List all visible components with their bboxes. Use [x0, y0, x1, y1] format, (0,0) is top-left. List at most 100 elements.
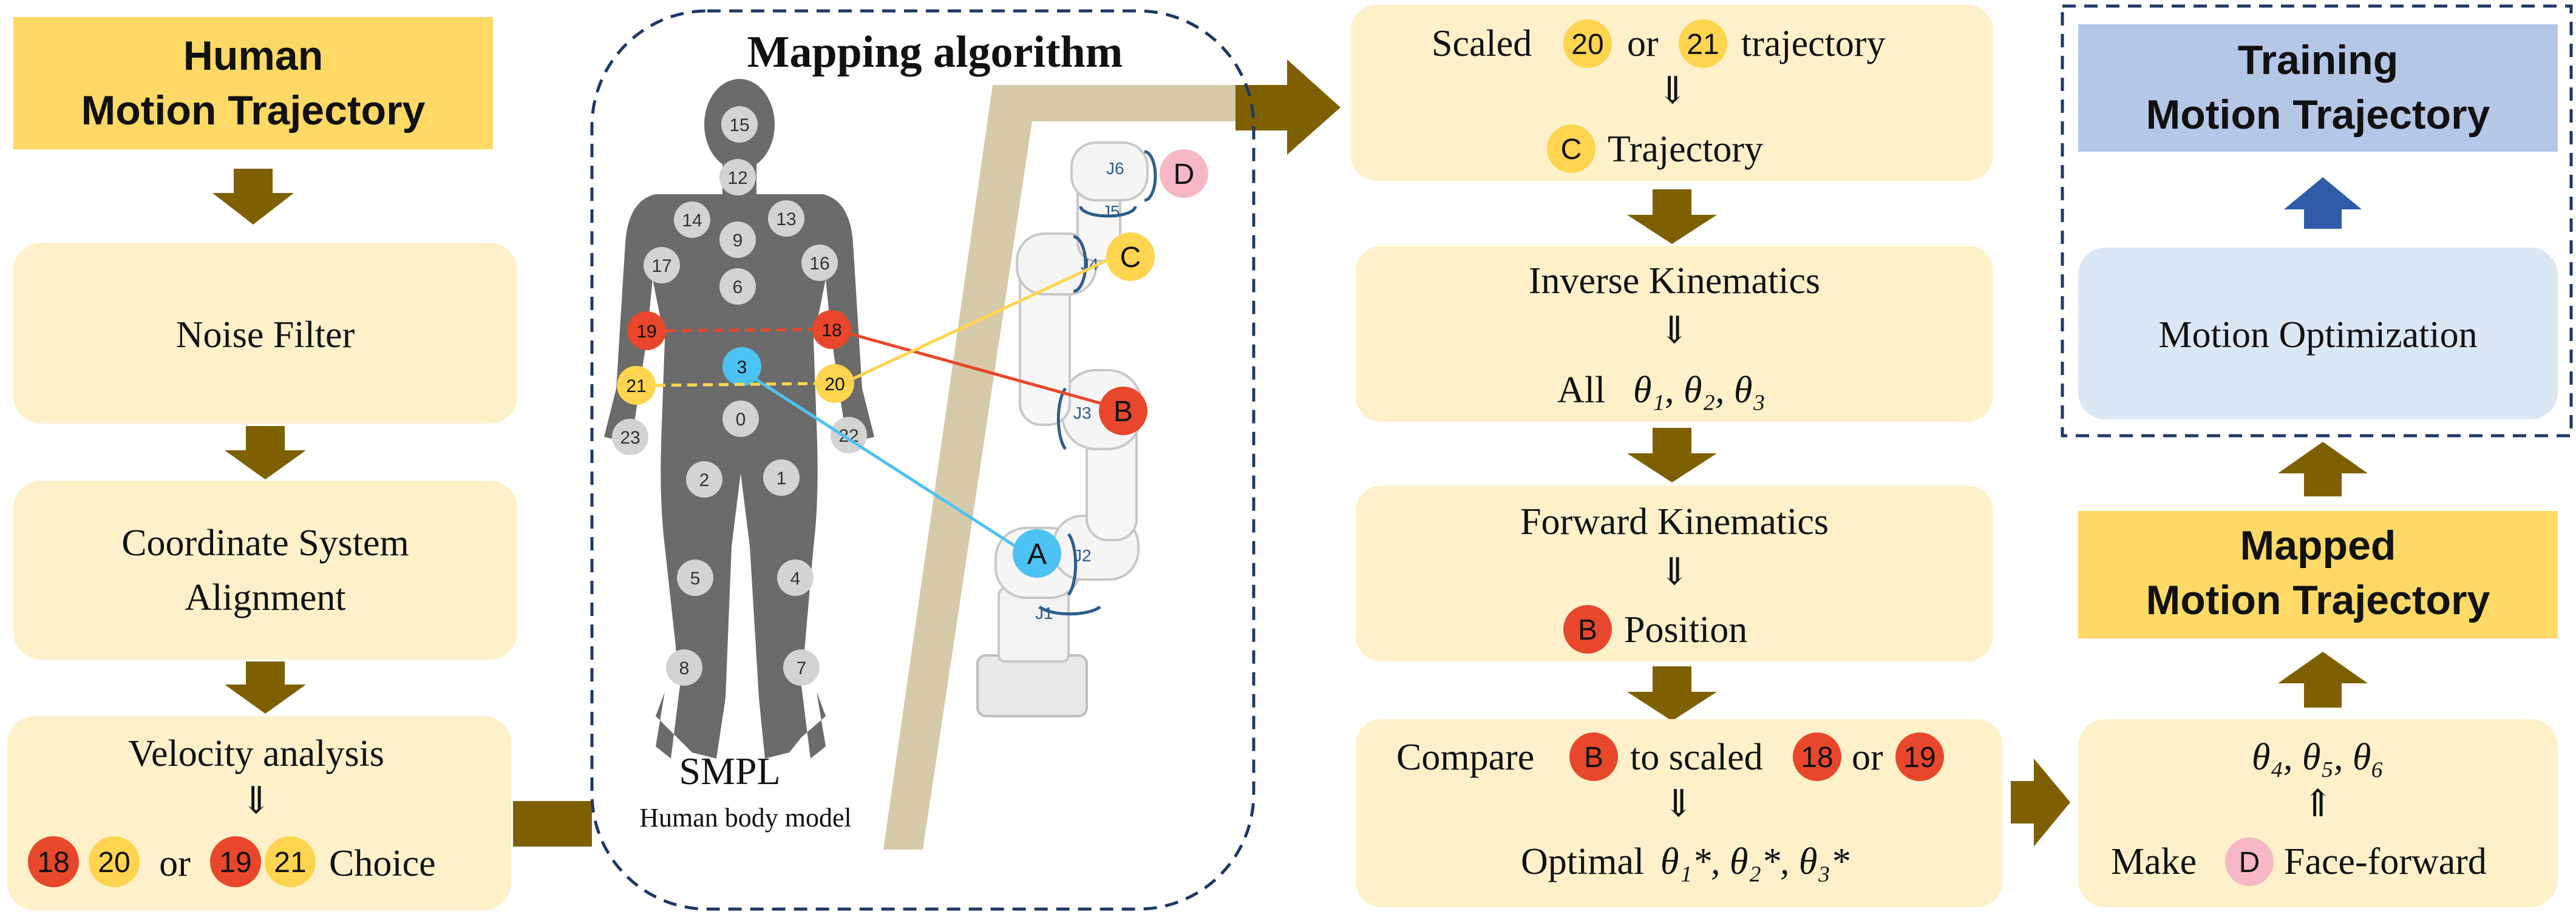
scaled-pre: Scaled	[1432, 23, 1532, 64]
smpl-joint-3	[722, 347, 761, 386]
make-d-badge-label: D	[2239, 847, 2260, 879]
c-trajectory-badge	[1547, 124, 1596, 173]
ik-arrow: ⇓	[1659, 310, 1690, 351]
map-line-3-to-a	[755, 377, 1021, 551]
smpl-joint-2	[686, 461, 722, 498]
fk-arrow: ⇓	[1659, 552, 1690, 593]
robot-point-a-label: A	[1027, 538, 1047, 570]
choice-word: Choice	[329, 843, 436, 884]
smpl-joint-4-label: 4	[790, 569, 801, 589]
smpl-joint-14-label: 14	[682, 211, 702, 231]
robot-joint-j5: J5	[1102, 202, 1120, 221]
fk-b-badge	[1563, 605, 1612, 654]
velocity-label: Velocity analysis	[128, 733, 384, 774]
smpl-joint-0	[722, 401, 759, 437]
robot-joint-j3: J3	[1073, 404, 1092, 422]
scaled-arrow: ⇓	[1657, 70, 1688, 112]
fk-position: Position	[1624, 609, 1747, 651]
arrow-down-2	[225, 426, 306, 479]
motion-optimization-label: Motion Optimization	[2158, 314, 2477, 356]
mapped-motion-box	[2078, 511, 2558, 638]
fk-b-badge-label: B	[1578, 614, 1597, 646]
c-trajectory-badge-label: C	[1561, 134, 1582, 166]
theta-456: θ₄, θ₅, θ₆	[2252, 737, 2384, 778]
joint-21-badge	[265, 836, 316, 887]
scaled-joint-21-label: 21	[1687, 29, 1719, 61]
compare-18-label: 18	[1801, 742, 1833, 774]
human-motion-trajectory-box	[13, 17, 493, 149]
arrow-up-2	[2278, 442, 2368, 496]
smpl-joint-14	[674, 201, 710, 238]
smpl-joint-6-label: 6	[733, 277, 743, 297]
smpl-joint-7	[783, 649, 820, 686]
map-line-20-to-c	[852, 256, 1113, 381]
smpl-joint-20-label: 20	[824, 374, 845, 394]
training-title-line2: Motion Trajectory	[2146, 92, 2490, 138]
joint-21-label: 21	[274, 847, 306, 879]
training-motion-box	[2078, 24, 2558, 152]
velocity-arrow: ⇓	[240, 780, 272, 822]
mapping-title: Mapping algorithm	[747, 27, 1123, 77]
smpl-joint-17	[644, 247, 680, 283]
ik-all: All	[1557, 370, 1605, 411]
smpl-joint-21	[617, 366, 656, 405]
robot-point-a	[1013, 529, 1061, 578]
ik-thetas: θ₁, θ₂, θ₃	[1633, 370, 1765, 411]
smpl-joint-9	[719, 222, 756, 258]
forward-kinematics-box	[1356, 485, 1993, 661]
make-post: Face-forward	[2284, 841, 2487, 882]
ik-title: Inverse Kinematics	[1529, 260, 1820, 302]
robot-point-b-label: B	[1113, 396, 1133, 428]
make-pre: Make	[2111, 841, 2197, 882]
joint-20-badge	[89, 836, 140, 887]
smpl-joint-6	[719, 268, 756, 305]
mapping-panel	[590, 9, 1256, 911]
robot-joint-j2: J2	[1073, 546, 1092, 565]
smpl-title: SMPL	[679, 749, 780, 793]
compare-mid: to scaled	[1630, 737, 1763, 778]
arrow-down-3	[225, 661, 306, 714]
mapped-title-line1: Mapped	[2240, 523, 2396, 569]
training-panel	[2061, 4, 2573, 438]
noise-filter-label: Noise Filter	[176, 314, 355, 356]
optimal-thetas: θ₁*, θ₂*, θ₃*	[1660, 841, 1849, 882]
joint-18-badge	[28, 836, 79, 887]
coordinate-line1: Coordinate System	[121, 523, 409, 564]
smpl-joint-13-label: 13	[776, 209, 796, 229]
training-title-line1: Training	[2238, 37, 2398, 83]
smpl-joint-8	[666, 649, 702, 686]
arrow-out-of-mapping	[1235, 59, 1341, 155]
human-title-line2: Motion Trajectory	[81, 87, 426, 134]
smpl-joint-18-label: 18	[821, 320, 841, 340]
smpl-joint-4	[777, 560, 814, 596]
scaled-or: or	[1627, 23, 1659, 64]
compare-b-badge-label: B	[1584, 742, 1603, 774]
optimal-pre: Optimal	[1521, 841, 1644, 882]
smpl-joint-13	[768, 200, 804, 237]
robot-joint-j6: J6	[1106, 159, 1124, 178]
smpl-joint-23-label: 23	[620, 428, 640, 448]
mapping-band	[883, 85, 1275, 850]
smpl-joint-12	[719, 159, 756, 195]
fk-title: Forward Kinematics	[1520, 501, 1829, 543]
smpl-joint-16-label: 16	[809, 254, 829, 274]
smpl-joint-5	[677, 560, 713, 596]
smpl-joint-23	[612, 419, 648, 455]
human-title-line1: Human	[183, 33, 323, 79]
joint-19-badge	[210, 836, 261, 887]
smpl-joint-20	[815, 364, 854, 403]
compare-arrow: ⇓	[1663, 783, 1694, 825]
joint-19-label: 19	[219, 847, 251, 879]
arrow-down-1	[212, 169, 294, 225]
arrow-up-3	[2278, 652, 2368, 708]
map-line-18-to-b	[849, 332, 1118, 410]
arrow-up-blue	[2284, 177, 2362, 229]
smpl-joint-1	[763, 459, 800, 496]
smpl-joint-17-label: 17	[651, 256, 671, 276]
smpl-joint-0-label: 0	[736, 410, 746, 430]
smpl-joint-18	[812, 310, 851, 349]
compare-pre: Compare	[1396, 737, 1534, 778]
smpl-joint-19-label: 19	[636, 322, 656, 342]
c-trajectory-text: Trajectory	[1608, 129, 1763, 170]
